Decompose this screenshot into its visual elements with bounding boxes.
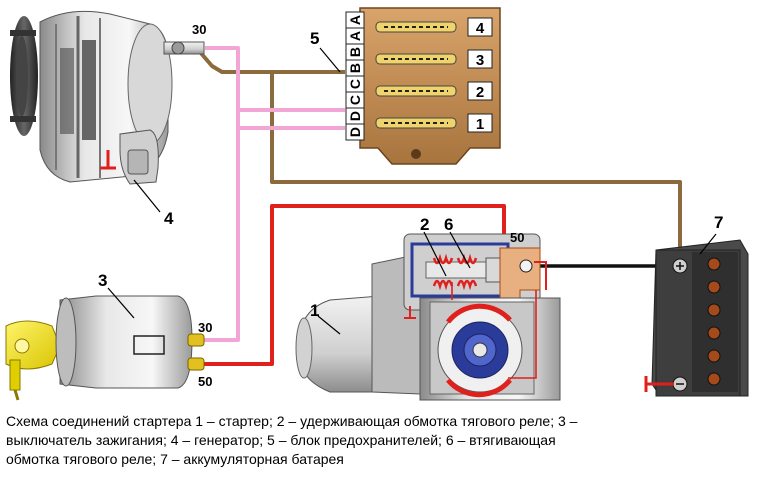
fuse-letter: A — [347, 31, 363, 41]
label-6: 6 — [444, 215, 453, 234]
fuse-letter: C — [347, 95, 363, 105]
fuse-letter: D — [347, 111, 363, 121]
fuse-letter: C — [347, 79, 363, 89]
fuse-row-1 — [375, 21, 457, 33]
fuse-row-4 — [375, 117, 457, 129]
fuse-letter: B — [347, 47, 363, 57]
label-1: 1 — [310, 301, 319, 320]
label-3: 3 — [98, 271, 107, 290]
fuse-number-4: 4 — [476, 20, 485, 37]
caption-line-1: Схема соединений стартера 1 – стартер; 2… — [6, 413, 578, 429]
leader-lines — [107, 47, 717, 335]
solenoid-coil — [432, 253, 478, 291]
motor-field-coils — [446, 303, 512, 398]
fuse-number-2: 2 — [476, 84, 484, 101]
label-2: 2 — [420, 215, 429, 234]
label-4: 4 — [164, 209, 174, 228]
caption-line-2: выключатель зажигания; 4 – генератор; 5 … — [6, 432, 556, 448]
label-5: 5 — [310, 29, 319, 48]
ignition-switch — [5, 295, 205, 401]
fuse-letter: D — [347, 127, 363, 137]
battery-cell-caps — [707, 257, 721, 386]
generator-terminal-label: 30 — [192, 22, 206, 37]
wire-red — [204, 204, 506, 366]
key-icon — [5, 320, 61, 401]
battery — [644, 239, 749, 397]
switch-terminal-30-label: 30 — [198, 320, 212, 335]
generator — [10, 10, 205, 185]
fuse-number-3: 3 — [476, 52, 484, 69]
starter — [295, 233, 561, 401]
figure-caption: Схема соединений стартера 1 – стартер; 2… — [6, 412, 758, 469]
fuse-number-1: 1 — [476, 116, 484, 133]
fuse-letter-box — [345, 123, 365, 141]
ground-symbol — [100, 150, 116, 170]
wire-brown — [198, 50, 682, 262]
fuse-letter: A — [347, 15, 363, 25]
battery-ground-symbol — [644, 376, 674, 392]
fuse-letter: B — [347, 63, 363, 73]
starter-terminal-label: 50 — [510, 230, 524, 245]
label-7: 7 — [714, 213, 723, 232]
wire-pink — [204, 46, 345, 342]
caption-line-3: обмотка тягового реле; 7 – аккумуляторна… — [6, 451, 344, 467]
fuse-row-3 — [375, 85, 457, 97]
fuse-row-2 — [375, 53, 457, 65]
switch-terminal-50-label: 50 — [198, 374, 212, 389]
